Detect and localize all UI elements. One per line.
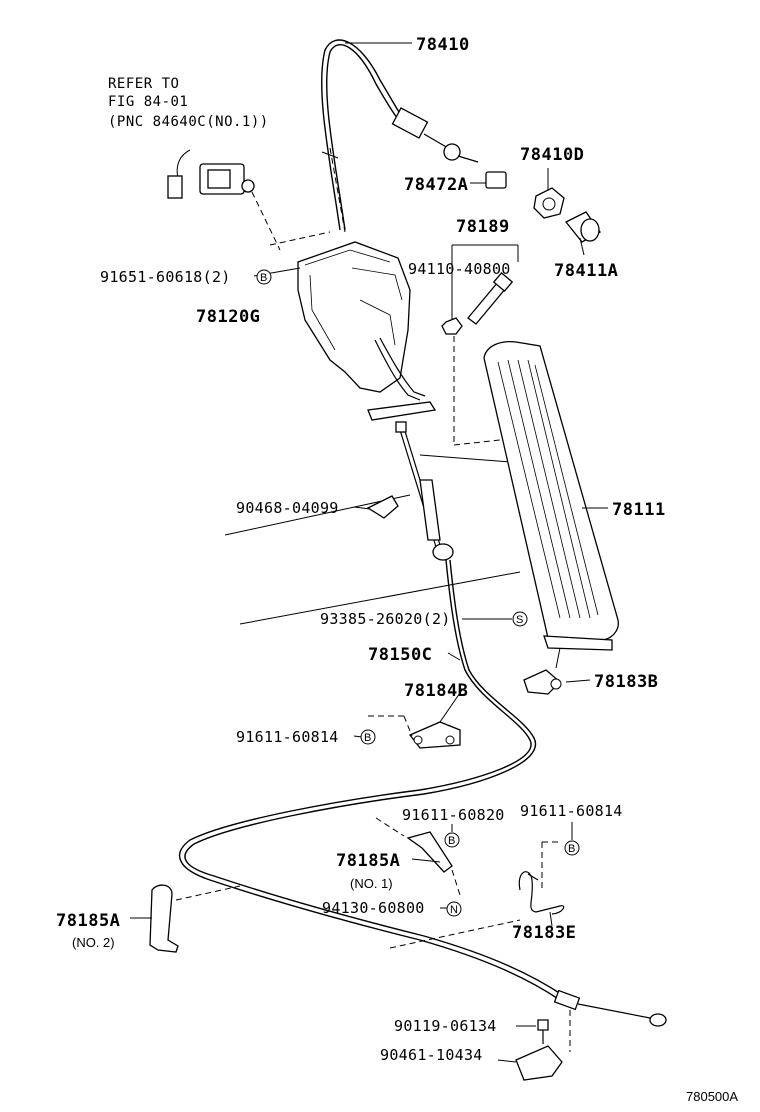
callout-b-91611-a: B xyxy=(360,729,376,745)
label-94130-60800: 94130-60800 xyxy=(322,899,425,917)
floor-line xyxy=(239,571,521,625)
svg-text:B: B xyxy=(568,843,575,855)
label-78150C: 78150C xyxy=(368,645,432,665)
label-78185A-no2: 78185A xyxy=(56,911,120,931)
label-78411A: 78411A xyxy=(554,261,618,281)
label-91651-60618: 91651-60618(2) xyxy=(100,268,231,286)
pedal-support-78120G xyxy=(269,231,437,421)
floor-line xyxy=(419,454,511,463)
callout-b-91611-60820: B xyxy=(444,832,460,848)
label-91611-60814-b: 91611-60814 xyxy=(520,802,623,820)
label-78185A-no1-sub: (NO. 1) xyxy=(350,876,393,891)
cap-78411A xyxy=(564,211,601,243)
callout-n-94130: N xyxy=(446,901,462,917)
label-93385-26020: 93385-26020(2) xyxy=(320,610,451,628)
label-78472A: 78472A xyxy=(404,175,468,195)
clamp-90461 xyxy=(515,1010,571,1081)
clamp-78185A-no1 xyxy=(375,817,461,896)
label-78183E: 78183E xyxy=(512,923,576,943)
callout-b-91651: B xyxy=(256,269,272,285)
callout-s-93385: S xyxy=(512,611,528,627)
clamp-78184B xyxy=(368,715,461,749)
note-line-3: (PNC 84640C(NO.1)) xyxy=(108,114,269,130)
figure-id: 780500A xyxy=(686,1089,738,1104)
callout-b-91611-b: B xyxy=(564,840,580,856)
stop-lamp-switch xyxy=(167,149,281,251)
label-91611-60820: 91611-60820 xyxy=(402,806,505,824)
label-78120G: 78120G xyxy=(196,307,260,327)
label-78185A-no2-sub: (NO. 2) xyxy=(72,935,115,950)
label-91611-60814-a: 91611-60814 xyxy=(236,728,339,746)
accelerator-cable-78410 xyxy=(321,39,479,233)
note-line-2: FIG 84-01 xyxy=(108,94,188,110)
cable-78150C xyxy=(178,421,667,1027)
label-90461-10434: 90461-10434 xyxy=(380,1046,483,1064)
svg-text:B: B xyxy=(448,835,455,847)
reference-note: REFER TO FIG 84-01 (PNC 84640C(NO.1)) xyxy=(108,76,269,130)
accelerator-pedal-78111 xyxy=(483,340,619,669)
label-94110-40800: 94110-40800 xyxy=(408,260,511,278)
label-90468-04099: 90468-04099 xyxy=(236,499,339,517)
bolt-90119 xyxy=(537,1019,549,1044)
label-78410D: 78410D xyxy=(520,145,584,165)
svg-text:B: B xyxy=(260,272,267,284)
label-78111: 78111 xyxy=(612,500,666,520)
label-78183B: 78183B xyxy=(594,672,658,692)
label-78185A-no1: 78185A xyxy=(336,851,400,871)
bolt-94110 xyxy=(441,271,514,446)
spring-78183E xyxy=(389,841,565,949)
nut-78410D xyxy=(533,187,565,219)
svg-text:B: B xyxy=(364,732,371,744)
label-78410: 78410 xyxy=(416,35,470,55)
clamp-78185A-no2 xyxy=(149,884,241,953)
svg-text:S: S xyxy=(516,614,523,626)
label-78184B: 78184B xyxy=(404,681,468,701)
note-line-1: REFER TO xyxy=(108,76,179,92)
svg-text:N: N xyxy=(450,904,458,916)
label-90119-06134: 90119-06134 xyxy=(394,1017,497,1035)
label-78189: 78189 xyxy=(456,217,510,237)
floor-line xyxy=(224,494,411,536)
clip-78472A xyxy=(470,171,507,189)
retainer-90468 xyxy=(366,495,399,519)
clamp-78183B xyxy=(523,669,562,695)
